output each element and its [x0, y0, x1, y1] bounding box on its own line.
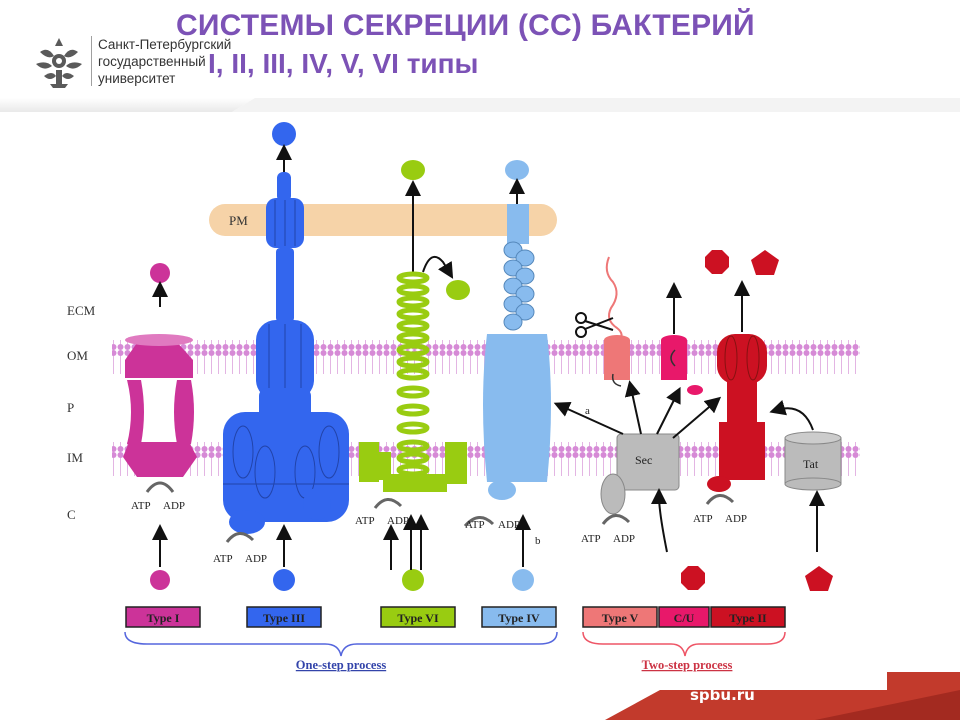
two-step-brace — [582, 631, 786, 657]
type3-atp-label: ATP — [213, 553, 233, 565]
slide-subtitle: I, II, III, IV, V, VI типы — [208, 48, 479, 79]
cu-label-box — [658, 606, 710, 628]
slide-title: СИСТЕМЫ СЕКРЕЦИИ (СС) БАКТЕРИЙ — [176, 9, 755, 42]
tat-complex — [769, 400, 842, 591]
type6-adp-label: ADP — [387, 515, 409, 527]
host-plasma-membrane — [209, 204, 557, 236]
secretion-systems-diagram: ECM OM P IM C PM ATP ADP — [47, 112, 887, 690]
layer-label-ecm: ECM — [67, 303, 96, 318]
layer-label-c: C — [67, 507, 76, 522]
type2-atp-label: ATP — [693, 513, 713, 525]
type2-label-box — [710, 606, 786, 628]
header-decoration — [0, 98, 960, 112]
type4-adp-label: ADP — [498, 519, 520, 531]
one-step-brace — [124, 631, 558, 657]
type4-path-label-b: b — [535, 535, 541, 547]
sec-complex — [553, 380, 722, 553]
type1-label: Type I — [147, 611, 180, 625]
type1-adp-label: ADP — [163, 500, 185, 512]
sec-substrate-octagon — [681, 566, 705, 590]
scissors-icon — [575, 312, 614, 338]
type4-system — [463, 160, 551, 591]
tat-label: Tat — [803, 457, 819, 471]
type4-atp-label: ATP — [465, 519, 485, 531]
layer-label-om: OM — [67, 348, 88, 363]
two-step-label: Two-step process — [642, 658, 733, 672]
type3-label-box — [246, 606, 322, 628]
logo-divider — [91, 36, 92, 86]
type4-label: Type IV — [498, 611, 540, 625]
type5-label: Type V — [602, 611, 639, 625]
type2-label: Type II — [729, 611, 767, 625]
sec-adp-label: ADP — [613, 533, 635, 545]
type1-system — [123, 263, 197, 590]
type3-system — [223, 122, 349, 591]
layer-label-pm: PM — [229, 213, 248, 228]
university-name-line2: государственный — [98, 54, 206, 69]
university-name-line3: университет — [98, 71, 176, 86]
type6-atp-label: ATP — [355, 515, 375, 527]
type2-system — [705, 250, 779, 505]
university-name-line1: Санкт-Петербургский — [98, 37, 232, 52]
type6-label: Type VI — [397, 611, 439, 625]
type5-label-box — [582, 606, 658, 628]
footer-url[interactable]: spbu.ru — [690, 686, 755, 704]
type2-adp-label: ADP — [725, 513, 747, 525]
university-name: Санкт-Петербургский государственный унив… — [98, 36, 231, 87]
type1-label-box — [125, 606, 201, 628]
slide-header: Санкт-Петербургский государственный унив… — [0, 0, 960, 112]
type-labels: Type I Type III Type VI Type IV Type V C… — [125, 606, 786, 628]
type1-atp-label: ATP — [131, 500, 151, 512]
cu-system — [661, 282, 703, 395]
layer-label-p: P — [67, 400, 74, 415]
layer-label-im: IM — [67, 450, 83, 465]
university-crest-icon — [36, 38, 82, 88]
cu-label: C/U — [674, 611, 695, 625]
type6-system — [359, 160, 470, 591]
type4-label-box — [481, 606, 557, 628]
type3-adp-label: ADP — [245, 553, 267, 565]
type3-label: Type III — [263, 611, 305, 625]
sec-atp-label: ATP — [581, 533, 601, 545]
sec-label: Sec — [635, 453, 652, 467]
type6-label-box — [380, 606, 456, 628]
type5-system — [604, 256, 630, 387]
diagram-canvas: ECM OM P IM C PM ATP ADP — [67, 122, 860, 672]
type5-path-label-a: a — [585, 405, 590, 417]
one-step-label: One-step process — [296, 658, 387, 672]
